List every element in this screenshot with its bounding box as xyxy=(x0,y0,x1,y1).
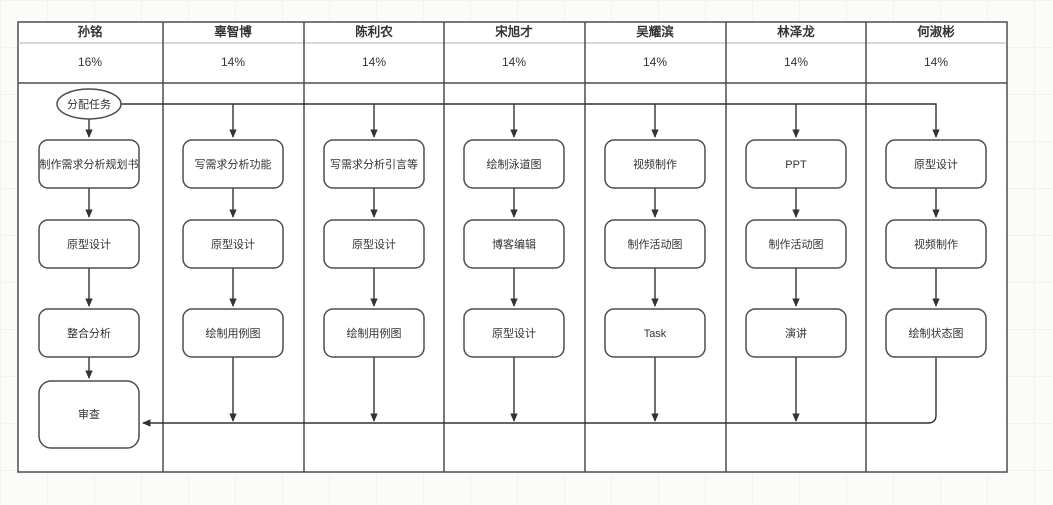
task-label: 视频制作 xyxy=(633,157,677,171)
task-label: 制作需求分析规划书 xyxy=(40,157,139,171)
swimlane-frame xyxy=(17,21,1008,473)
task-box xyxy=(604,139,706,189)
task-box xyxy=(745,219,847,269)
task-label: 原型设计 xyxy=(914,157,958,171)
task-box xyxy=(885,139,987,189)
lane6-nodes: PPT 制作活动图 演讲 xyxy=(745,139,847,358)
task-box xyxy=(182,139,284,189)
task-label: 绘制状态图 xyxy=(909,326,964,340)
task-label: 绘制用例图 xyxy=(347,326,402,340)
task-box xyxy=(745,139,847,189)
task-box xyxy=(463,308,565,358)
task-label: 写需求分析引言等 xyxy=(330,157,418,171)
start-ellipse xyxy=(56,88,122,120)
task-box xyxy=(885,219,987,269)
lane-name: 宋旭才 xyxy=(494,24,533,39)
task-box xyxy=(604,308,706,358)
task-label: 原型设计 xyxy=(67,237,111,251)
task-box xyxy=(323,219,425,269)
nodes: 分配任务 制作需求分析规划书 原型设计 整合分析 审查 写需求分析功能 原型设计… xyxy=(38,88,987,449)
lane-percent: 14% xyxy=(784,55,808,69)
lane-percent: 16% xyxy=(78,55,102,69)
task-label: Task xyxy=(644,328,667,340)
start-label: 分配任务 xyxy=(67,98,111,111)
lane-headers: 孙铭 辜智博 陈利农 宋旭才 吴耀滨 林泽龙 何淑彬 16% 14% 14% 1… xyxy=(77,24,955,69)
task-label: 原型设计 xyxy=(211,237,255,251)
lane1-nodes: 制作需求分析规划书 原型设计 整合分析 审查 xyxy=(38,139,140,449)
connector-start-to-lane7 xyxy=(120,103,940,138)
connectors xyxy=(85,103,940,427)
connector-lane7-to-review xyxy=(142,357,937,427)
lane2-nodes: 写需求分析功能 原型设计 绘制用例图 xyxy=(182,139,284,358)
task-label: PPT xyxy=(785,159,807,171)
task-box xyxy=(463,219,565,269)
task-label: 原型设计 xyxy=(352,237,396,251)
lane-percent: 14% xyxy=(643,55,667,69)
task-label: 审查 xyxy=(78,407,100,421)
start-node: 分配任务 xyxy=(56,88,122,120)
task-box xyxy=(745,308,847,358)
lane-percent: 14% xyxy=(362,55,386,69)
task-label: 博客编辑 xyxy=(492,237,536,251)
lane-percent: 14% xyxy=(924,55,948,69)
lane-name: 何淑彬 xyxy=(917,24,955,39)
lane-name: 孙铭 xyxy=(77,24,102,39)
task-box xyxy=(604,219,706,269)
task-label: 写需求分析功能 xyxy=(195,157,272,171)
lane4-nodes: 绘制泳道图 博客编辑 原型设计 xyxy=(463,139,565,358)
task-box xyxy=(38,139,140,189)
lane-percent: 14% xyxy=(221,55,245,69)
lane-name: 陈利农 xyxy=(355,24,393,39)
lane7-nodes: 原型设计 视频制作 绘制状态图 xyxy=(885,139,987,358)
task-box xyxy=(323,139,425,189)
table-outer-border xyxy=(17,21,1008,473)
task-box xyxy=(182,308,284,358)
task-label: 整合分析 xyxy=(67,326,111,340)
task-box xyxy=(182,219,284,269)
task-label: 绘制泳道图 xyxy=(487,157,542,171)
lane-name: 吴耀滨 xyxy=(636,24,674,39)
lane-name: 辜智博 xyxy=(214,24,252,39)
task-label: 视频制作 xyxy=(914,237,958,251)
task-box xyxy=(38,380,140,449)
lane-percent: 14% xyxy=(502,55,526,69)
task-label: 制作活动图 xyxy=(769,238,824,251)
task-box xyxy=(323,308,425,358)
task-box xyxy=(38,308,140,358)
task-label: 制作活动图 xyxy=(628,238,683,251)
lane-name: 林泽龙 xyxy=(777,24,815,39)
task-label: 绘制用例图 xyxy=(206,326,261,340)
lane5-nodes: 视频制作 制作活动图 Task xyxy=(604,139,706,358)
task-box xyxy=(885,308,987,358)
lane3-nodes: 写需求分析引言等 原型设计 绘制用例图 xyxy=(323,139,425,358)
task-box xyxy=(38,219,140,269)
task-label: 演讲 xyxy=(785,326,807,340)
task-box xyxy=(463,139,565,189)
task-label: 原型设计 xyxy=(492,326,536,340)
